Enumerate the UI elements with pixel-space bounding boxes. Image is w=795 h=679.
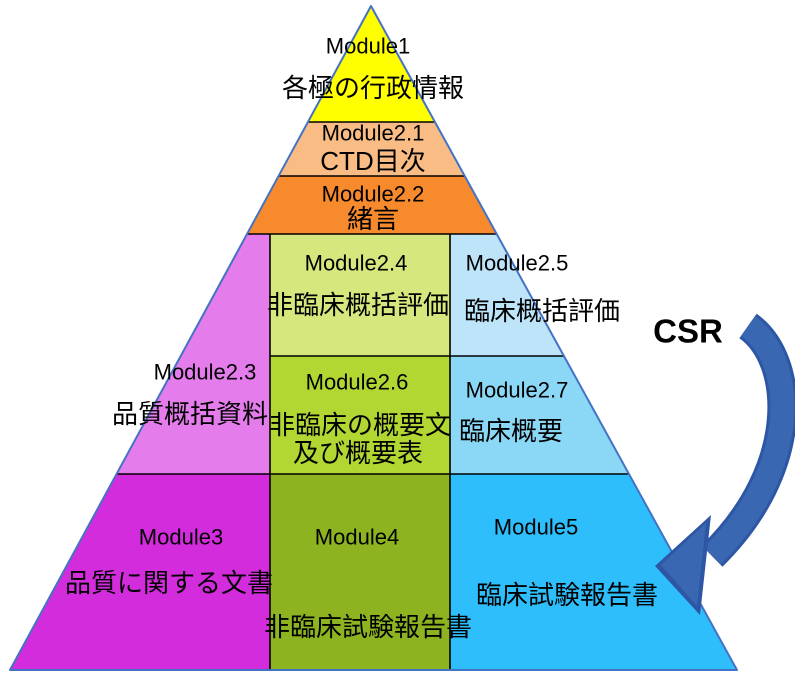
module2-7-label: Module2.7 xyxy=(466,378,569,403)
module2-3-label: Module2.3 xyxy=(154,360,257,385)
csr-annotation: CSR xyxy=(653,313,723,350)
module2-1-region xyxy=(279,122,465,176)
module2-4-region xyxy=(270,234,450,356)
pyramid-outline xyxy=(9,5,738,671)
module2-6-label: Module2.6 xyxy=(306,370,409,395)
module2-3-region xyxy=(117,234,270,474)
module2-5-title: 臨床概括評価 xyxy=(464,296,620,326)
module2-4-title: 非臨床概括評価 xyxy=(267,290,449,320)
module2-2-region xyxy=(247,176,497,234)
module3-region xyxy=(10,474,270,670)
csr-arrowhead xyxy=(661,523,706,606)
divider-lines xyxy=(117,121,629,670)
module2-5-region xyxy=(450,234,564,356)
module2-6-region xyxy=(270,356,450,474)
module3-title: 品質に関する文書 xyxy=(65,568,273,598)
module1-title: 各極の行政情報 xyxy=(282,73,464,103)
module1-region xyxy=(308,6,435,122)
module5-region xyxy=(450,474,737,670)
module2-2-label: Module2.2 xyxy=(322,182,425,207)
module4-label: Module4 xyxy=(315,525,399,550)
module2-6-title-line2: 及び概要表 xyxy=(293,438,423,468)
module3-label: Module3 xyxy=(139,525,223,550)
module2-5-label: Module2.5 xyxy=(466,251,569,276)
module2-7-region xyxy=(450,356,629,474)
csr-arrow xyxy=(655,313,795,615)
module2-7-title: 臨床概要 xyxy=(459,416,563,446)
module4-region xyxy=(270,474,450,670)
csr-arrow-band xyxy=(703,316,795,565)
module2-1-title: CTD目次 xyxy=(320,146,425,176)
module2-4-label: Module2.4 xyxy=(305,251,408,276)
module2-1-label: Module2.1 xyxy=(322,121,425,146)
module4-title: 非臨床試験報告書 xyxy=(264,612,472,642)
module2-2-title: 緒言 xyxy=(347,204,399,234)
module2-3-title: 品質概括資料 xyxy=(112,399,268,429)
module5-label: Module5 xyxy=(494,515,578,540)
module1-label: Module1 xyxy=(326,34,410,59)
module5-title: 臨床試験報告書 xyxy=(476,580,658,610)
module2-6-title-line1: 非臨床の概要文 xyxy=(269,410,451,440)
